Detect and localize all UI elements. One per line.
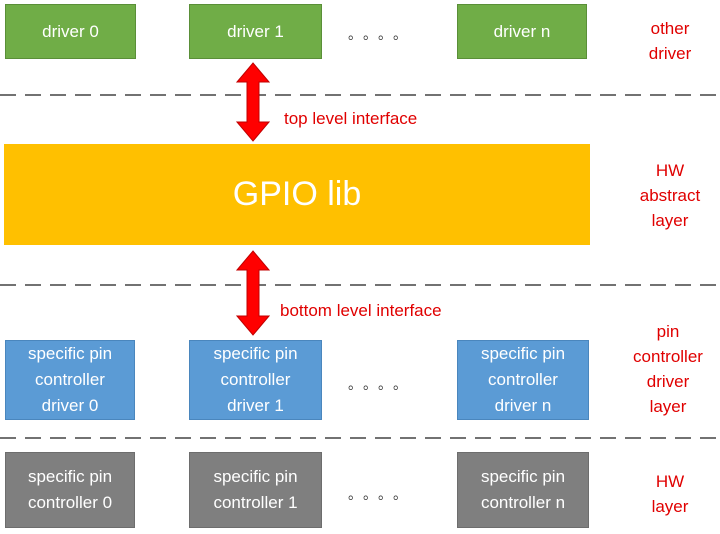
bottom-interface-arrow	[236, 250, 270, 336]
pin-controller-box-n: specific pin controller n	[457, 452, 589, 528]
pin-controller-box-0: specific pin controller 0	[5, 452, 135, 528]
other-driver-label: other driver	[648, 19, 692, 63]
separator-3	[0, 437, 720, 439]
gpio-lib-box: GPIO lib	[4, 144, 590, 245]
pin-controller-ellipsis: 。。。。	[348, 486, 415, 502]
bottom-interface-label: bottom level interface	[280, 301, 442, 320]
pin-driver-box-0: specific pin controller driver 0	[5, 340, 135, 420]
driver-box-0: driver 0	[5, 4, 136, 59]
separator-2	[0, 284, 720, 286]
pin-driver-box-1: specific pin controller driver 1	[189, 340, 322, 420]
top-interface-label: top level interface	[284, 109, 418, 128]
driver-box-n: driver n	[457, 4, 587, 59]
pin-driver-box-n: specific pin controller driver n	[457, 340, 589, 420]
driver-ellipsis: 。。。。	[348, 26, 415, 42]
pin-controller-driver-layer-label: pin controller driver layer	[633, 322, 703, 416]
hw-layer-label: HW layer	[651, 472, 689, 516]
driver-box-1: driver 1	[189, 4, 322, 59]
top-interface-arrow	[236, 62, 270, 142]
pin-controller-box-1: specific pin controller 1	[189, 452, 322, 528]
pin-driver-ellipsis: 。。。。	[348, 376, 415, 392]
separator-1	[0, 94, 720, 96]
hw-abstract-layer-label: HW abstract layer	[639, 161, 701, 230]
